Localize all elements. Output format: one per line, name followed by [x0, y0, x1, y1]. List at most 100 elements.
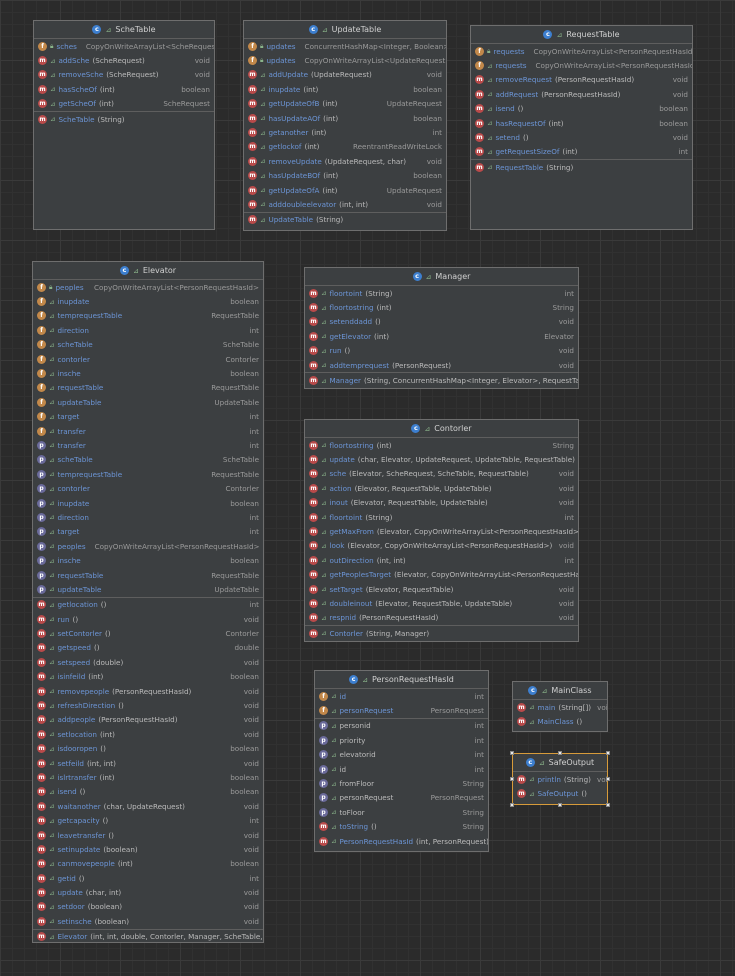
- method-row[interactable]: m⊿floortoint(String)int: [305, 286, 578, 300]
- class-header[interactable]: c⊿Manager: [305, 268, 578, 286]
- method-row[interactable]: m⊿inupdate(int)boolean: [244, 82, 446, 96]
- class-header[interactable]: c⊿SafeOutput: [513, 754, 607, 772]
- method-row[interactable]: m⊿hasUpdateAOf(int)boolean: [244, 111, 446, 125]
- method-row[interactable]: m⊿getScheOf(int)ScheRequest: [34, 97, 214, 111]
- method-row[interactable]: m⊿update(char, int)void: [33, 885, 263, 899]
- method-row[interactable]: m⊿setfeild(int, int)void: [33, 756, 263, 770]
- method-row[interactable]: m⊿setinsche(boolean)void: [33, 914, 263, 928]
- method-row[interactable]: m⊿getPeoplesTarget(Elevator, CopyOnWrite…: [305, 568, 578, 582]
- method-row[interactable]: m⊿Contorler(String, Manager): [305, 625, 578, 640]
- method-row[interactable]: m⊿removeUpdate(UpdateRequest, char)void: [244, 154, 446, 168]
- class-header[interactable]: c⊿MainClass: [513, 682, 607, 700]
- selection-handle[interactable]: [606, 803, 610, 807]
- class-header[interactable]: c⊿UpdateTable: [244, 21, 446, 39]
- method-row[interactable]: m⊿removepeople(PersonRequestHasId)void: [33, 684, 263, 698]
- method-row[interactable]: m⊿setspeed(double)void: [33, 655, 263, 669]
- method-row[interactable]: m⊿floortostring(int)String: [305, 438, 578, 452]
- selection-handle[interactable]: [510, 751, 514, 755]
- method-row[interactable]: m⊿getMaxFrom(Elevator, CopyOnWriteArrayL…: [305, 524, 578, 538]
- selection-handle[interactable]: [510, 803, 514, 807]
- method-row[interactable]: m⊿ScheTable(String): [34, 110, 214, 126]
- method-row[interactable]: m⊿setinupdate(boolean)void: [33, 842, 263, 856]
- method-row[interactable]: m⊿run()void: [33, 612, 263, 626]
- method-row[interactable]: m⊿setContorler()Contorler: [33, 626, 263, 640]
- method-row[interactable]: m⊿setTarget(Elevator, RequestTable)void: [305, 582, 578, 596]
- method-row[interactable]: m⊿floortostring(int)String: [305, 300, 578, 314]
- method-row[interactable]: m⊿getanother(int)int: [244, 125, 446, 139]
- method-row[interactable]: m⊿run()void: [305, 344, 578, 358]
- method-row[interactable]: m⊿getid()int: [33, 871, 263, 885]
- class-header[interactable]: c⊿RequestTable: [471, 26, 692, 44]
- method-row[interactable]: m⊿inout(Elevator, RequestTable, UpdateTa…: [305, 496, 578, 510]
- method-row[interactable]: m⊿isend()boolean: [471, 102, 692, 116]
- method-row[interactable]: m⊿getUpdateOfB(int)UpdateRequest: [244, 97, 446, 111]
- method-row[interactable]: m⊿removeRequest(PersonRequestHasId)void: [471, 73, 692, 87]
- method-row[interactable]: m⊿respnid(PersonRequestHasId)void: [305, 611, 578, 625]
- method-row[interactable]: m⊿addpeople(PersonRequestHasId)void: [33, 713, 263, 727]
- method-row[interactable]: m⊿addSche(ScheRequest)void: [34, 53, 214, 67]
- method-row[interactable]: m⊿look(Elevator, CopyOnWriteArrayList<Pe…: [305, 539, 578, 553]
- selection-handle[interactable]: [558, 751, 562, 755]
- method-row[interactable]: m⊿getElevator(int)Elevator: [305, 329, 578, 343]
- method-row[interactable]: m⊿setlocation(int)void: [33, 727, 263, 741]
- method-row[interactable]: m⊿doubleinout(Elevator, RequestTable, Up…: [305, 596, 578, 610]
- method-row[interactable]: m⊿main(String[])void: [513, 700, 607, 714]
- method-row[interactable]: m⊿sche(Elevator, ScheRequest, ScheTable,…: [305, 467, 578, 481]
- method-row[interactable]: m⊿addtemprequest(PersonRequest)void: [305, 358, 578, 372]
- method-row[interactable]: m⊿hasUpdateBOf(int)boolean: [244, 169, 446, 183]
- method-row[interactable]: m⊿getRequestSizeOf(int)int: [471, 145, 692, 159]
- method-row[interactable]: m⊿outDirection(int, int)int: [305, 553, 578, 567]
- method-row[interactable]: m⊿isinfeild(int)boolean: [33, 670, 263, 684]
- class-header[interactable]: c⊿ScheTable: [34, 21, 214, 39]
- method-row[interactable]: m⊿canmovepeople(int)boolean: [33, 857, 263, 871]
- method-row[interactable]: m⊿toString()String: [315, 820, 488, 834]
- method-row[interactable]: m⊿hasRequestOf(int)boolean: [471, 116, 692, 130]
- method-row[interactable]: m⊿addUpdate(UpdateRequest)void: [244, 68, 446, 82]
- method-row[interactable]: m⊿isend()boolean: [33, 785, 263, 799]
- method-row[interactable]: m⊿waitanother(char, UpdateRequest)void: [33, 799, 263, 813]
- method-row[interactable]: m⊿UpdateTable(String): [244, 211, 446, 227]
- selection-handle[interactable]: [606, 777, 610, 781]
- class-header[interactable]: c⊿Elevator: [33, 262, 263, 280]
- method-row[interactable]: m⊿hasScheOf(int)boolean: [34, 82, 214, 96]
- method-row[interactable]: m⊿getspeed()double: [33, 641, 263, 655]
- method-row[interactable]: m⊿Elevator(int, int, double, Contorler, …: [33, 928, 263, 942]
- method-row[interactable]: m⊿addRequest(PersonRequestHasId)void: [471, 87, 692, 101]
- method-row[interactable]: m⊿leavetransfer()void: [33, 828, 263, 842]
- method-row[interactable]: m⊿PersonRequestHasId(int, PersonRequest): [315, 834, 488, 848]
- method-row[interactable]: m⊿getcapacity()int: [33, 813, 263, 827]
- method-row[interactable]: m⊿isdooropen()boolean: [33, 742, 263, 756]
- method-row[interactable]: m⊿getUpdateOfA(int)UpdateRequest: [244, 183, 446, 197]
